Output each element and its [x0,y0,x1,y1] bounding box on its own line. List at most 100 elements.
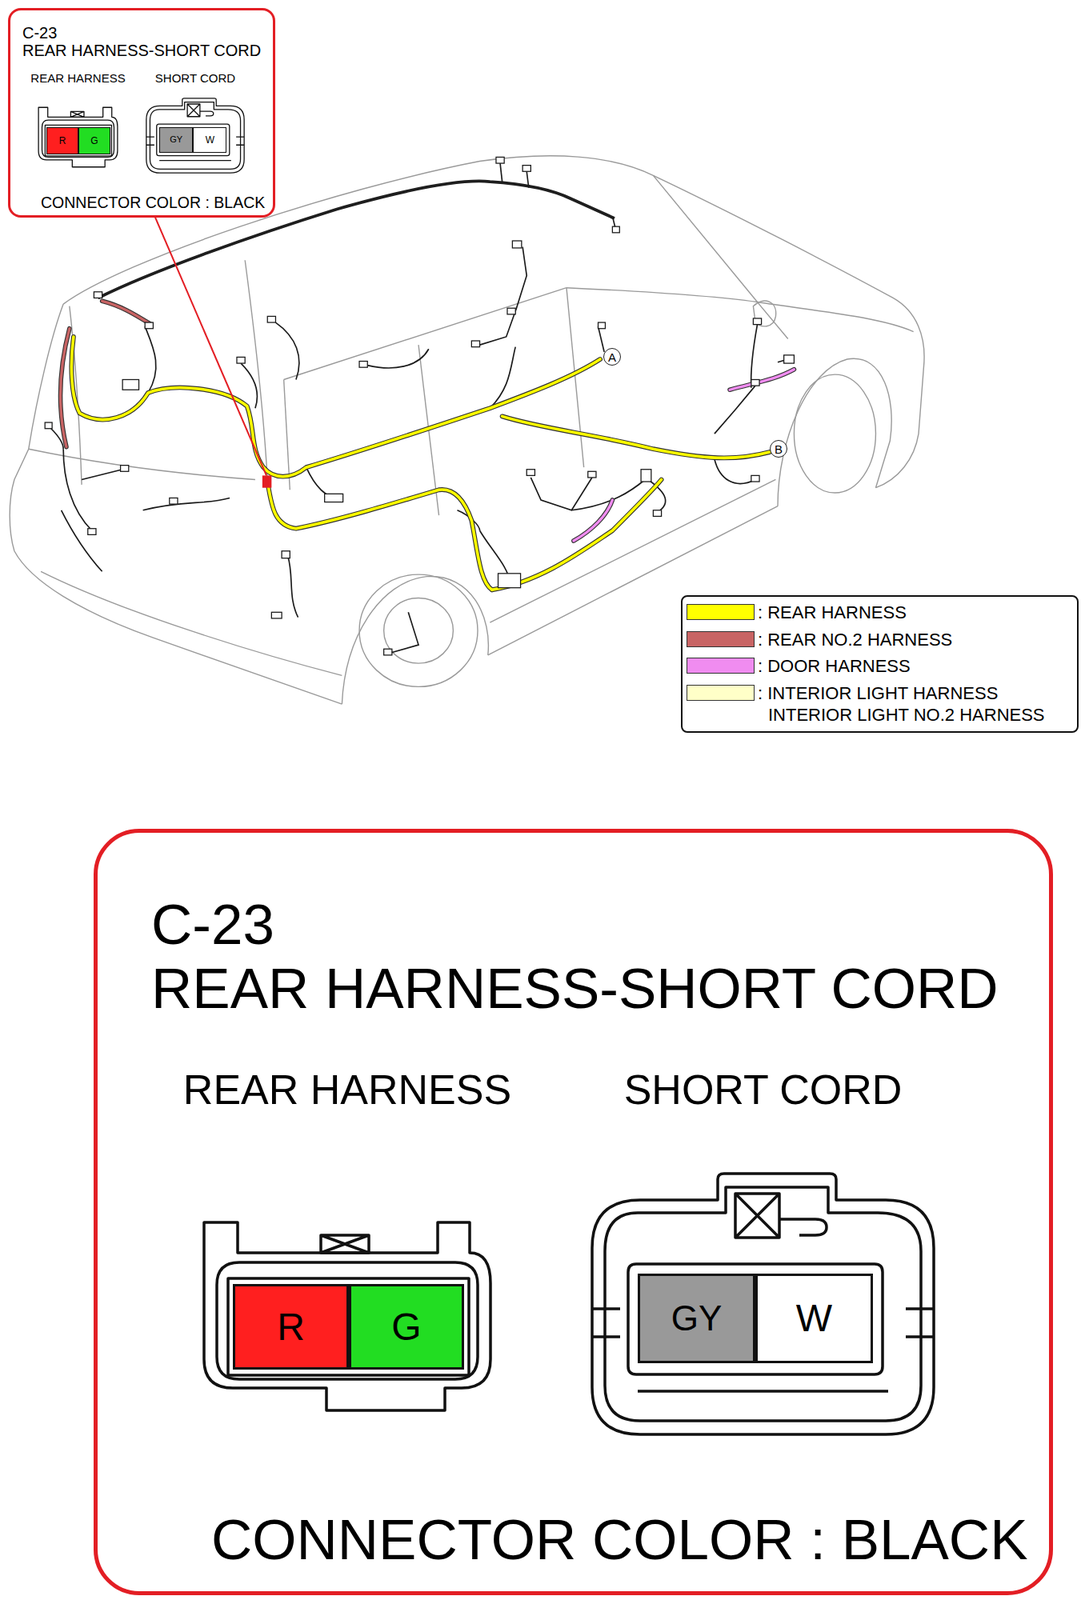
pin-wire-color: R [276,1308,305,1347]
door-harness [573,500,613,541]
rear-harness [492,479,662,590]
leader-line [155,217,267,477]
rear-harness [71,336,601,477]
branch-wires [530,477,593,511]
branch-wires [526,171,529,188]
housing-line [735,1193,780,1238]
pin-cell: R [232,1284,349,1370]
branch-wires [143,497,230,510]
car-body [652,175,757,302]
rear-no2-harness [60,328,70,448]
wire-connectors [471,340,480,348]
car-body [793,374,876,493]
pin-wire-color: GY [671,1301,723,1337]
housing-line [44,124,112,156]
housing-line [146,98,245,173]
housing-line [159,160,232,161]
pin-wire-color: W [796,1299,833,1338]
rear-harness [267,481,493,590]
wire-connectors [267,316,276,323]
wire-connectors [652,510,661,517]
housing-line [628,1264,883,1375]
car-body [752,300,776,327]
housing-line [42,120,115,157]
housing-line [592,1173,934,1435]
pin-wire-color: W [205,135,215,145]
wire-connectors [324,493,344,502]
housing-line [149,102,241,170]
legend-text: : REAR HARNESS [757,601,1073,624]
wire-connectors [598,322,606,329]
pin-cell: W [755,1273,873,1364]
callout-circle: B [769,440,788,458]
pin-cell: GY [637,1273,756,1364]
branch-wires [288,556,299,618]
rear-harness [267,481,493,590]
connector-side-label: SHORT CORD [155,72,236,85]
connector-side-label: SHORT CORD [624,1068,903,1111]
wire-connectors [507,308,516,315]
wire-connectors [752,318,761,325]
car-body [341,576,489,705]
connector-housing: SHORT CORDGYW [145,97,245,174]
wire-connectors [122,379,139,390]
wire-connectors [522,165,531,173]
branch-wires [389,612,419,653]
car-body [284,288,567,381]
connector-code: C-23 [151,896,275,953]
housing-line [156,124,230,156]
connector-housing: REAR HARNESSRG [37,106,119,169]
wire-connectors [784,355,795,364]
branch-wires [144,326,157,393]
rear-no2-harness [60,300,152,447]
wire-connectors [640,469,652,482]
branch-wires [81,469,123,481]
wire-connectors [88,528,97,536]
housing-line [204,1222,491,1411]
housing-line [187,104,201,117]
wire-connectors [169,497,178,505]
wire-connectors [236,356,245,364]
callout-letter: A [608,351,617,364]
housing-line [604,1187,921,1422]
wire-connectors [384,648,393,656]
leader-line [262,475,272,488]
wire-connectors [144,322,153,329]
wire-connectors [44,422,53,429]
wire-connectors [751,475,760,482]
rear-harness [71,336,769,590]
legend-text: : INTERIOR LIGHT HARNESS INTERIOR LIGHT … [757,682,1073,726]
legend-text: : REAR NO.2 HARNESS [757,628,1073,651]
connector-detail-panel: C-23REAR HARNESS-SHORT CORDCONNECTOR COL… [93,828,1053,1596]
rear-no2-harness [102,300,152,325]
callout-circle: A [603,348,621,366]
pin-cell: GY [159,127,193,153]
pin-wire-color: GY [169,135,183,145]
pin-cell: G [78,127,111,155]
branch-wires [714,459,756,485]
car-body [384,597,454,664]
housing-line [320,1235,369,1254]
car-body [28,448,256,480]
leader-line [155,217,272,489]
housing-line [637,1389,889,1394]
legend-box: : REAR HARNESS: REAR NO.2 HARNESS: DOOR … [680,595,1079,733]
legend-swatch [686,684,755,701]
rear-no2-harness [60,328,70,448]
connector-side-label: REAR HARNESS [30,72,125,85]
legend-swatch [686,657,755,674]
housing-line [228,1278,469,1376]
wire-connectors [526,469,535,477]
pin-wire-color: R [59,136,67,146]
pin-cell: R [46,127,79,155]
rear-harness [492,479,662,590]
branch-wires [51,163,789,653]
connector-color-note: CONNECTOR COLOR : BLACK [40,195,265,212]
door-harness [729,369,794,391]
wire-connectors [359,361,368,369]
door-harness [573,369,795,541]
branch-wires [63,448,93,531]
rear-harness [71,336,601,477]
car-body [777,358,892,506]
wire-connectors [44,156,794,655]
